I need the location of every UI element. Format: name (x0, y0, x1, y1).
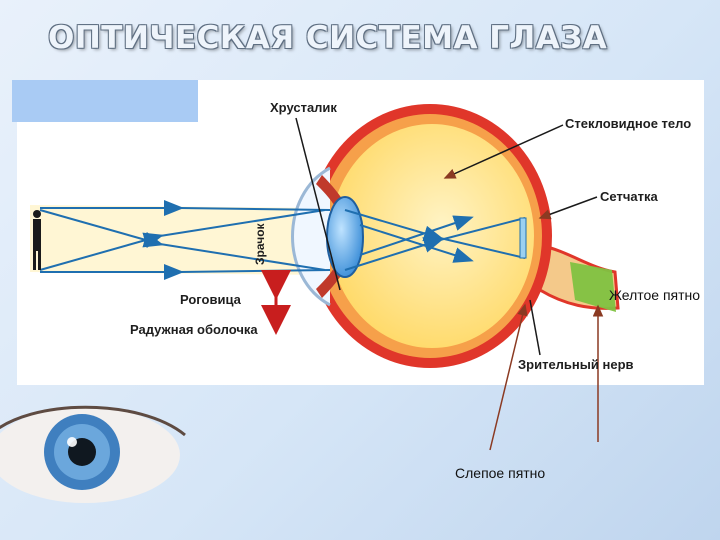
optic-nerve-shape (538, 243, 620, 312)
label-optic-nerve: Зрительный нерв (518, 357, 634, 372)
light-rays (39, 200, 526, 280)
label-iris: Радужная оболочка (130, 322, 258, 337)
person-silhouette (33, 210, 41, 270)
eye-photo (0, 405, 186, 503)
label-lens: Хрусталик (270, 100, 337, 115)
blue-rectangle (12, 80, 198, 122)
yellow-spot-area (570, 262, 616, 312)
pointer-lines (295, 117, 598, 356)
label-pupil: Зрачок (253, 223, 267, 265)
label-cornea: Роговица (180, 292, 241, 307)
label-vitreous: Стекловидное тело (565, 116, 692, 131)
label-yellow-spot: Желтое пятно (609, 287, 701, 303)
label-blind-spot: Слепое пятно (455, 465, 546, 481)
spot-arrows (489, 303, 604, 451)
retina-image (519, 217, 527, 259)
label-retina: Сетчатка (600, 189, 658, 204)
slide-title: ОПТИЧЕСКАЯ СИСТЕМА ГЛАЗА (48, 20, 608, 56)
